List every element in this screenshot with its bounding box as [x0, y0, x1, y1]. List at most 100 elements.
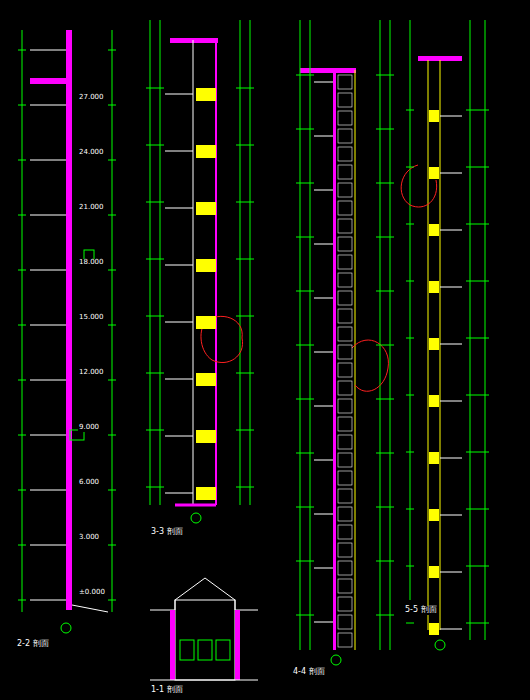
floor-line	[376, 507, 394, 508]
floor-line	[165, 436, 193, 437]
floor-line	[236, 430, 254, 431]
floor-line	[18, 325, 26, 326]
section-b	[150, 20, 250, 523]
wall-cell	[338, 435, 352, 449]
floor-line	[30, 380, 66, 381]
floor-line	[146, 259, 164, 260]
floor-line	[165, 322, 193, 323]
elevation-label: 27.000	[78, 94, 105, 102]
floor-slab	[196, 373, 216, 386]
floor-line	[30, 215, 66, 216]
wall-cell	[338, 255, 352, 269]
floor-slab	[429, 395, 439, 407]
floor-line	[314, 136, 333, 137]
floor-line	[466, 338, 489, 339]
floor-line	[296, 561, 314, 562]
floor-line	[296, 183, 314, 184]
wall-cell	[338, 471, 352, 485]
floor-line	[165, 265, 193, 266]
elevation-label: 18.000	[78, 259, 105, 267]
floor-line	[146, 202, 164, 203]
floor-line	[30, 160, 66, 161]
floor-line	[165, 379, 193, 380]
floor-slab	[196, 88, 216, 101]
floor-line	[296, 615, 314, 616]
floor-line	[108, 160, 116, 161]
elevation-label: 12.000	[78, 369, 105, 377]
wall-cell	[338, 633, 352, 647]
floor-line	[406, 509, 414, 510]
wall-cell	[338, 525, 352, 539]
floor-line	[440, 287, 462, 288]
floor-slab	[196, 430, 216, 443]
floor-line	[466, 452, 489, 453]
elevation-label: 15.000	[78, 314, 105, 322]
floor-line	[108, 435, 116, 436]
wall-cell	[338, 597, 352, 611]
wall-cell	[338, 561, 352, 575]
floor-line	[466, 623, 489, 624]
wall-cell	[338, 165, 352, 179]
floor-line	[466, 509, 489, 510]
floor-line	[30, 490, 66, 491]
wall-cell	[338, 363, 352, 377]
elevation-label: 21.000	[78, 204, 105, 212]
floor-line	[376, 129, 394, 130]
wall-cell	[338, 417, 352, 431]
floor-slab	[429, 167, 439, 179]
floor-line	[440, 629, 462, 630]
elevation-label: 24.000	[78, 149, 105, 157]
floor-line	[18, 215, 26, 216]
floor-line	[376, 183, 394, 184]
section-title: 1-1 剖面	[150, 686, 184, 695]
floor-line	[146, 145, 164, 146]
floor-line	[146, 373, 164, 374]
wall-cell	[338, 129, 352, 143]
floor-line	[376, 291, 394, 292]
floor-slab	[429, 110, 439, 122]
floor-line	[406, 452, 414, 453]
floor-slab	[429, 509, 439, 521]
floor-line	[165, 208, 193, 209]
floor-line	[376, 237, 394, 238]
floor-line	[236, 145, 254, 146]
floor-line	[314, 460, 333, 461]
floor-line	[406, 281, 414, 282]
floor-slab	[196, 202, 216, 215]
floor-line	[236, 316, 254, 317]
elevation-label: ±0.000	[78, 589, 106, 597]
floor-line	[466, 395, 489, 396]
floor-slab	[196, 145, 216, 158]
floor-line	[376, 399, 394, 400]
floor-line	[376, 345, 394, 346]
wall-cell	[338, 327, 352, 341]
floor-line	[466, 281, 489, 282]
floor-line	[314, 190, 333, 191]
floor-slab	[429, 281, 439, 293]
floor-line	[30, 600, 66, 601]
floor-line	[466, 566, 489, 567]
floor-line	[440, 572, 462, 573]
floor-line	[165, 493, 193, 494]
wall-cell	[338, 291, 352, 305]
floor-line	[314, 244, 333, 245]
floor-line	[466, 110, 489, 111]
floor-line	[18, 160, 26, 161]
floor-slab	[196, 316, 216, 329]
wall-cell	[338, 381, 352, 395]
floor-line	[18, 50, 26, 51]
section-title: 5-5 剖面	[404, 606, 438, 615]
floor-line	[165, 151, 193, 152]
section-a	[22, 30, 112, 633]
floor-slab	[196, 259, 216, 272]
floor-line	[314, 568, 333, 569]
floor-line	[376, 453, 394, 454]
floor-line	[406, 566, 414, 567]
floor-line	[406, 110, 414, 111]
floor-line	[296, 237, 314, 238]
floor-line	[314, 406, 333, 407]
wall-cell	[338, 147, 352, 161]
floor-line	[165, 94, 193, 95]
floor-line	[406, 623, 414, 624]
floor-line	[236, 373, 254, 374]
